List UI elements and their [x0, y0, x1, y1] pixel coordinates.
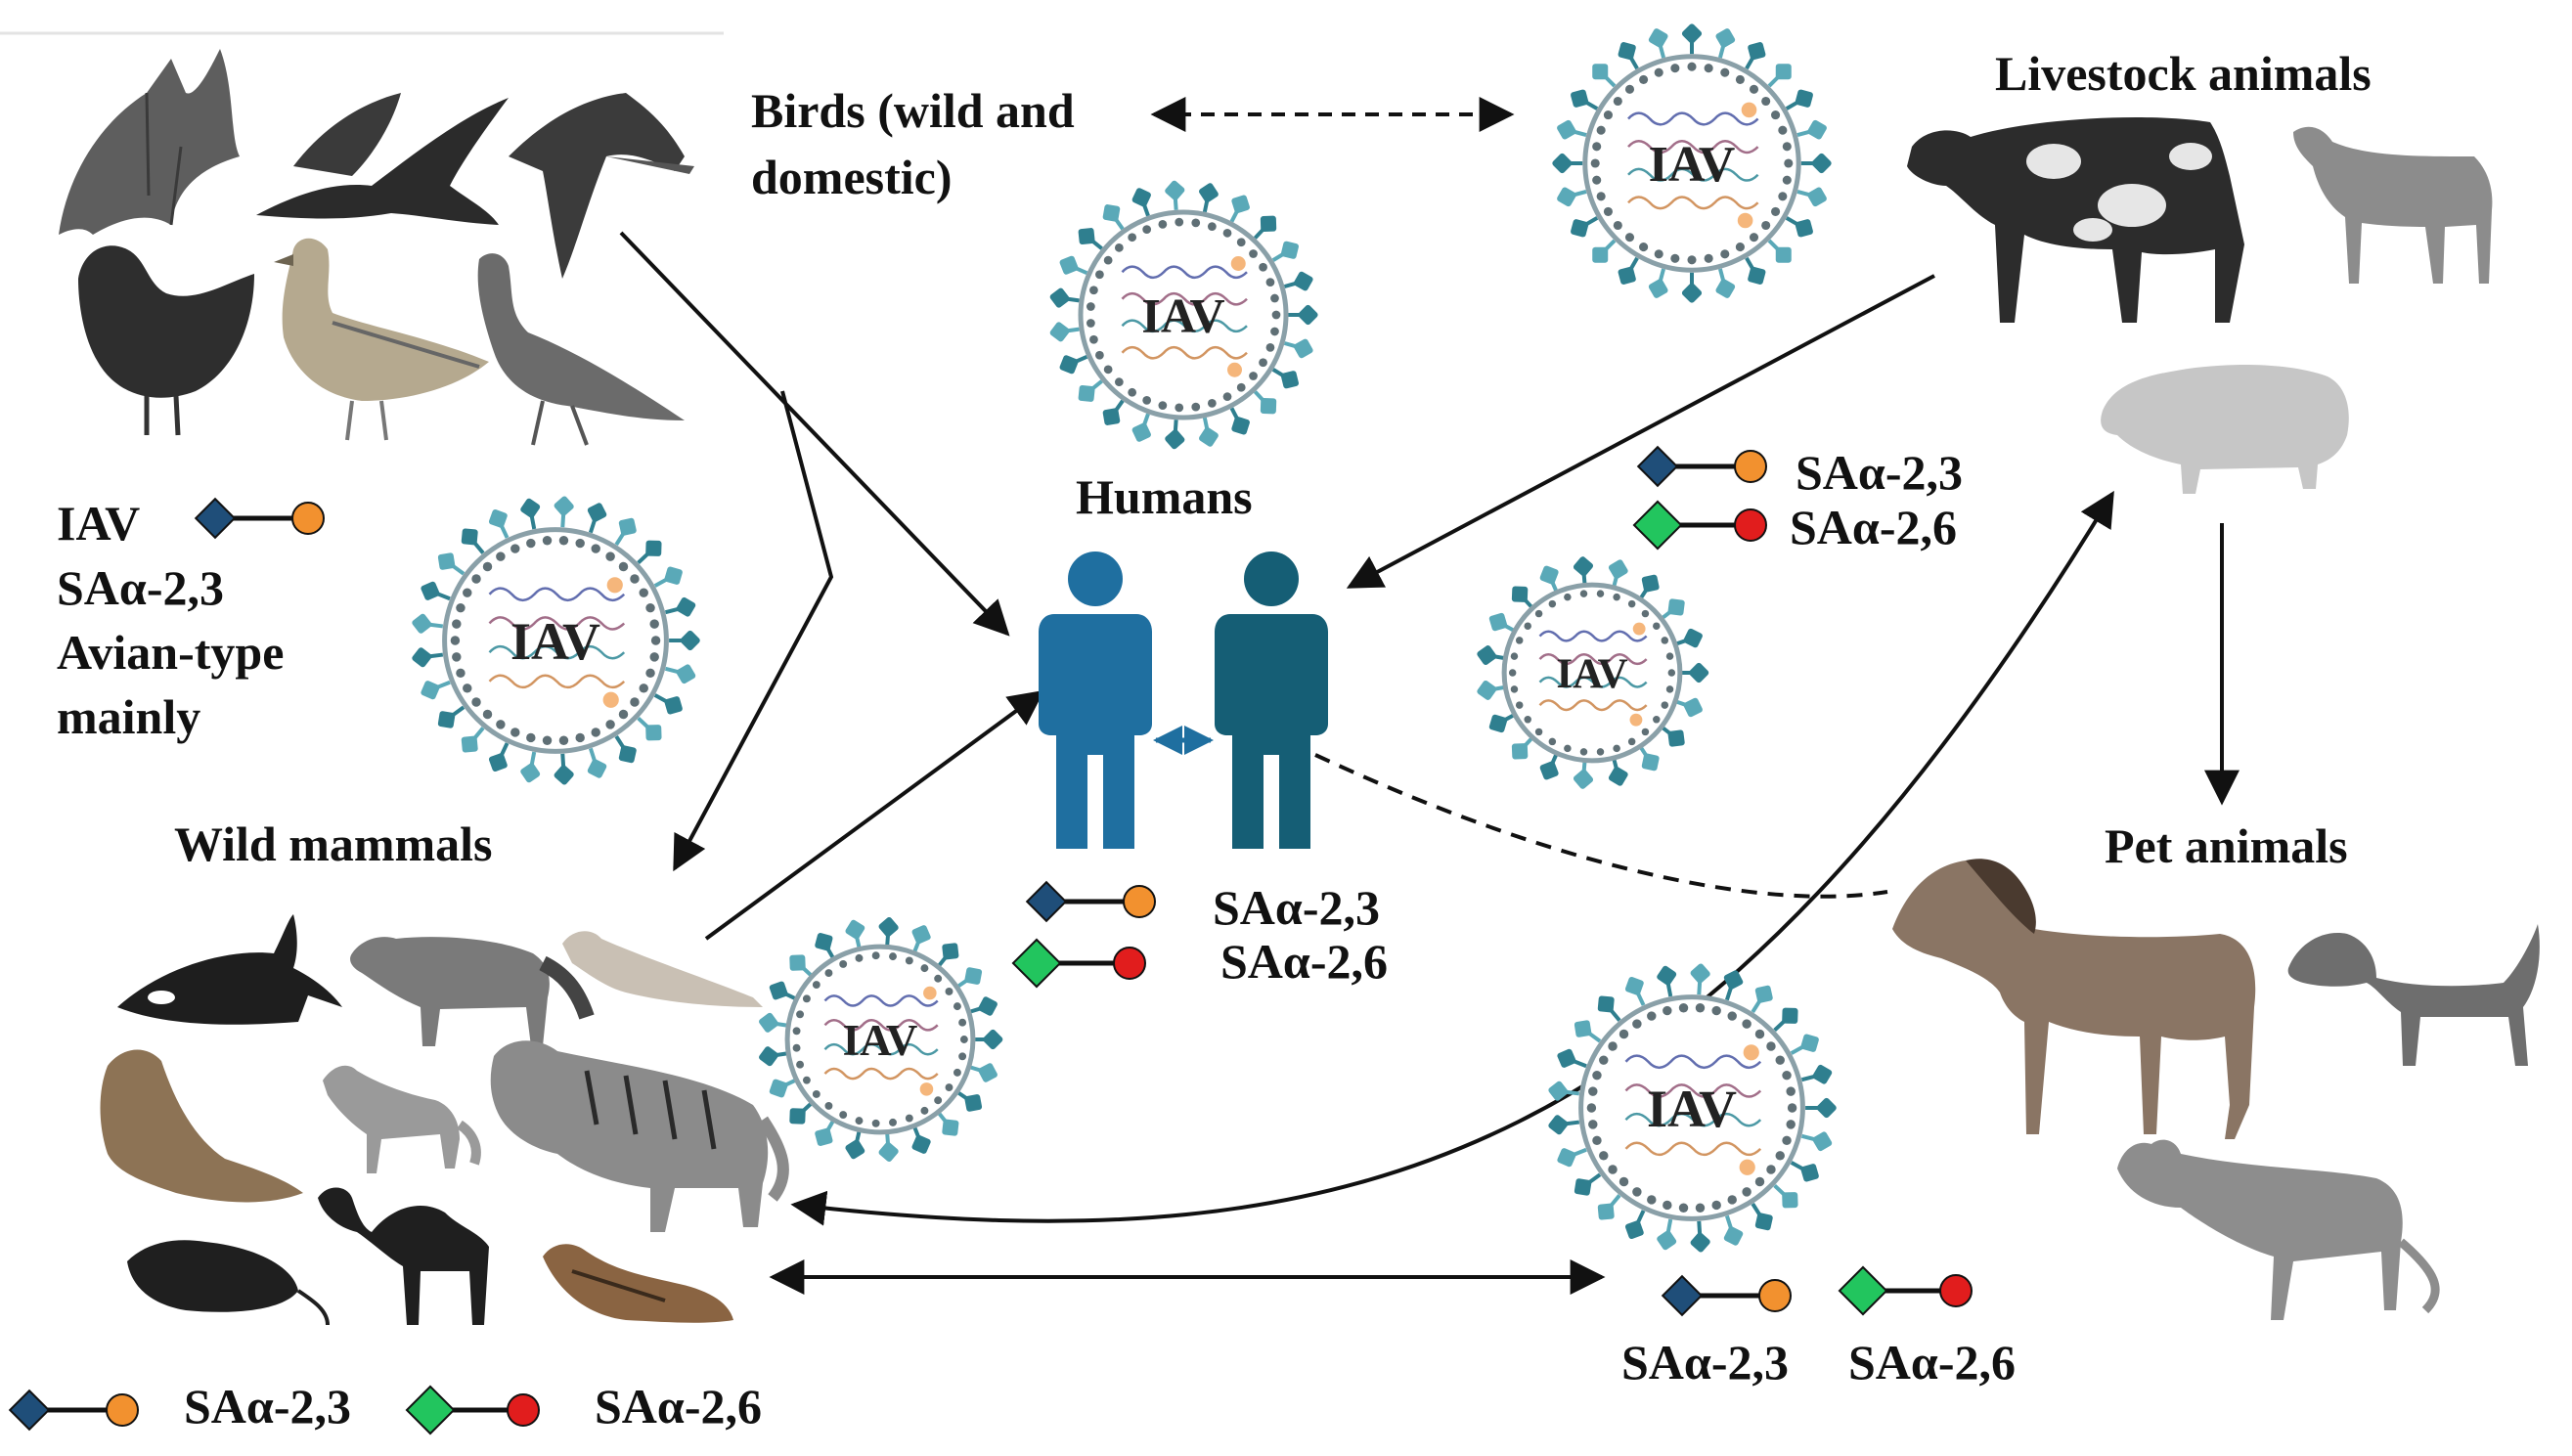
label-birds-2: domestic) [751, 150, 953, 204]
virus-label: IAV [1649, 137, 1736, 193]
virus-particle-icon: IAV [1049, 180, 1318, 450]
text-labels: Birds (wild and domestic) Livestock anim… [57, 46, 2372, 1434]
label-livestock: Livestock animals [1995, 46, 2372, 101]
pig-icon [2101, 365, 2349, 494]
duck-icon [274, 238, 489, 441]
pet-group [1892, 859, 2540, 1320]
camel-icon [318, 1187, 489, 1325]
receptor-sa26-icon [1838, 1265, 1973, 1316]
turkey-icon [477, 253, 685, 446]
human-icon [1215, 552, 1328, 849]
arrow-birds-wildmammals [673, 390, 834, 872]
virus-particle-icon: IAV [412, 496, 700, 785]
wild-mammal-group [100, 914, 789, 1326]
virus-particle-icon: IAV [1548, 963, 1837, 1253]
label-wild-mammals: Wild mammals [174, 816, 493, 871]
label-humans-sa26: SAα-2,6 [1220, 934, 1388, 989]
fox-icon [323, 1065, 481, 1173]
label-avian-type: Avian-type [57, 625, 284, 680]
receptor-sa23-icon [1025, 880, 1156, 923]
tiger-icon [490, 1040, 789, 1232]
virus-particle-icon: IAV [759, 917, 1003, 1162]
virus-label: IAV [843, 1016, 918, 1065]
dog-icon [2287, 924, 2540, 1066]
arrow-wild-pig [790, 490, 2114, 1226]
label-pets-sa26: SAα-2,6 [1848, 1335, 2016, 1390]
crow-icon [256, 93, 509, 225]
receptor-sa23-icon [194, 497, 325, 540]
virus-particle-icon: IAV [1477, 556, 1709, 789]
virus-label: IAV [1556, 651, 1627, 697]
cat-icon [2117, 1139, 2440, 1320]
horse-icon [1892, 859, 2256, 1139]
label-humans-sa23: SAα-2,3 [1213, 880, 1380, 935]
orca-icon [117, 914, 342, 1025]
label-pet-animals: Pet animals [2105, 818, 2348, 873]
label-avian-iav: IAV [57, 496, 140, 551]
label-wild-sa23: SAα-2,3 [184, 1379, 351, 1434]
virus-label: IAV [1141, 288, 1224, 343]
dashed-humans-horse [1314, 753, 1888, 899]
label-humans: Humans [1076, 469, 1253, 524]
livestock-group [1907, 117, 2493, 494]
receptor-sa23-icon [1661, 1274, 1792, 1317]
receptor-sa26-icon [1011, 938, 1146, 989]
virus-label: IAV [510, 612, 600, 671]
chicken-icon [78, 245, 254, 436]
human-icon [1039, 552, 1152, 849]
label-livestock-sa23: SAα-2,3 [1796, 445, 1963, 500]
label-pets-sa23: SAα-2,3 [1621, 1335, 1789, 1390]
label-avian-mainly: mainly [57, 689, 200, 744]
swallow-icon [509, 93, 694, 279]
bat-icon [59, 49, 240, 235]
receptor-sa23-icon [1636, 445, 1767, 488]
receptor-sa23-icon [8, 1389, 139, 1432]
receptor-glyphs [8, 445, 1973, 1435]
label-birds: Birds (wild and [751, 83, 1075, 138]
virus-particles: IAV IAV IAV IAV IAV IAV [412, 23, 1837, 1253]
cow-icon [1907, 117, 2244, 323]
sea-lion-icon [100, 1049, 303, 1203]
label-wild-sa26: SAα-2,6 [595, 1379, 762, 1434]
receptor-sa26-icon [1632, 500, 1767, 551]
arrow-wildmammals-humans [704, 689, 1044, 941]
virus-particle-icon: IAV [1552, 23, 1832, 303]
bird-group [59, 49, 694, 446]
transmission-arrows [619, 97, 2239, 1295]
label-avian-sa: SAα-2,3 [57, 560, 224, 615]
receptor-sa26-icon [405, 1385, 540, 1435]
raccoon-icon [350, 937, 595, 1046]
chipmunk-icon [543, 1244, 733, 1323]
ferret-icon [562, 931, 763, 1007]
goat-icon [2293, 126, 2493, 284]
humans-group [1039, 552, 1328, 849]
label-livestock-sa26: SAα-2,6 [1790, 500, 1957, 554]
mouse-icon [127, 1240, 330, 1326]
virus-label: IAV [1647, 1080, 1737, 1138]
